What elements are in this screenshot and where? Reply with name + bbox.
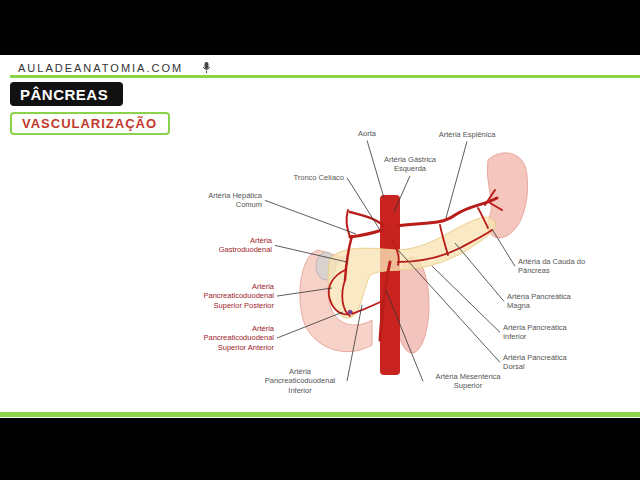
leader-line: [347, 178, 380, 230]
leader-line: [265, 200, 356, 234]
artery-label: Artéria Pancreaticoduodenal Superior Pos…: [188, 282, 274, 310]
leader-line: [277, 288, 332, 296]
leader-line: [492, 229, 515, 266]
gastroduodenal-artery: [345, 236, 352, 280]
splenic-branch: [490, 203, 502, 210]
leader-lines: [265, 140, 515, 381]
green-rule: [10, 75, 640, 78]
hepatic-artery: [347, 210, 350, 237]
artery-label: Artéria Hepática Comum: [190, 191, 262, 210]
magna-artery: [440, 225, 448, 255]
box-title: PÂNCREAS: [20, 86, 108, 103]
left-gastric-artery: [350, 212, 384, 226]
posterior-artery: [329, 270, 352, 314]
leader-line: [455, 243, 504, 301]
artery-label: Artéria Gastroduodenal: [200, 236, 272, 255]
artery-label: Artéria Pancreaticoduodenal Superior Ant…: [188, 324, 274, 352]
leader-line: [432, 266, 500, 332]
mesentery: [395, 257, 429, 353]
leader-line: [367, 140, 384, 198]
bottom-bar: [0, 418, 640, 480]
artery-label: Aorta: [345, 129, 389, 138]
artery-label: Artéria da Cauda do Pâncreas: [518, 257, 590, 276]
artery-label: Artéria Pancreática Dorsal: [503, 353, 575, 372]
artery-label: Artéria Pancreática Inferior: [503, 323, 575, 342]
artery-label: Artéria Esplênica: [432, 130, 502, 139]
artery-label: Artéria Pancreaticoduodenal Inferior: [256, 367, 344, 395]
arteries: [329, 190, 502, 340]
artery-label: Artéria Gástrica Esquerda: [380, 155, 440, 174]
subtitle-box: VASCULARIZAÇÃO: [10, 112, 170, 135]
artery-label: Tronco Celíaco: [282, 173, 344, 182]
leader-line: [277, 312, 343, 338]
leader-line: [275, 245, 347, 262]
leader-line: [446, 141, 467, 218]
microphone-icon: [203, 62, 210, 73]
site-name: AULADEANATOMIA.COM: [18, 62, 183, 76]
marker-dot: [348, 310, 352, 314]
leader-line: [394, 176, 410, 212]
green-rule: [0, 412, 640, 417]
section-title-box: PÂNCREAS: [10, 82, 123, 106]
aorta: [380, 195, 400, 375]
artery-label: Artéria Mesentérica Superior: [426, 372, 510, 391]
leader-line: [398, 250, 500, 362]
box-title: VASCULARIZAÇÃO: [22, 116, 157, 131]
top-bar: [0, 0, 640, 55]
inferior-artery: [352, 300, 384, 314]
artery-label: Artéria Pancreática Magna: [507, 292, 579, 311]
tail-artery: [478, 208, 488, 228]
leader-line: [347, 305, 362, 381]
leader-line: [386, 290, 423, 381]
